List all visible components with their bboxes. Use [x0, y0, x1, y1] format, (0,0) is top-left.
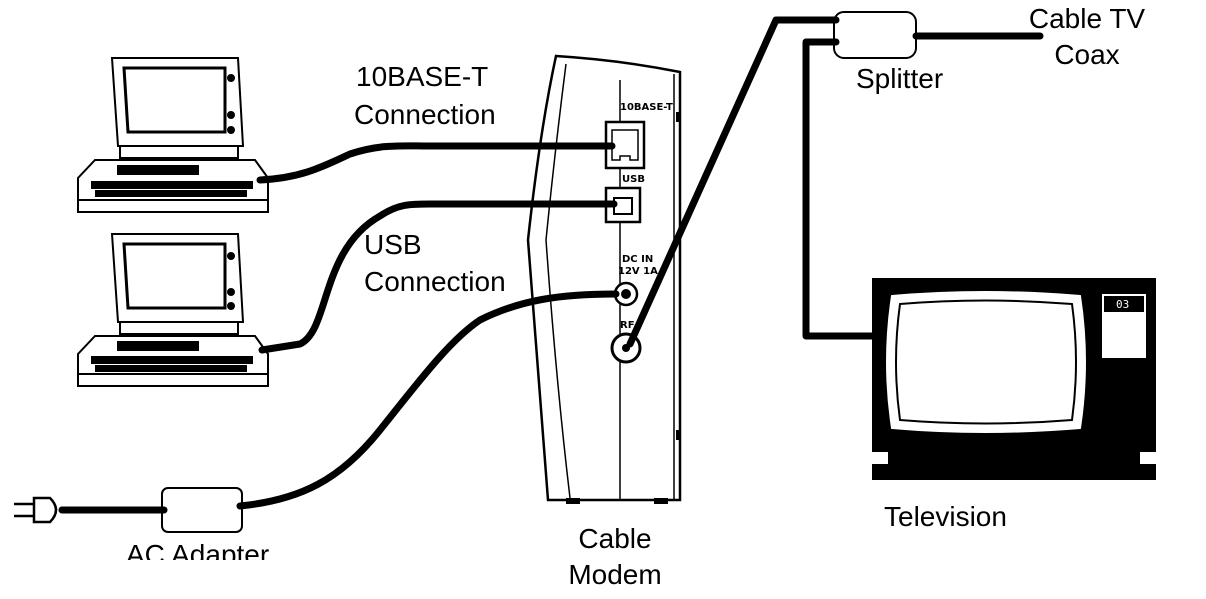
port-label-usb: USB [622, 174, 645, 185]
label-10base-t-connection: Connection [354, 99, 496, 130]
label-cable-tv: Cable TV [1028, 3, 1146, 34]
port-label-dc-in: DC IN [622, 254, 653, 265]
ac-adapter-icon [161, 487, 243, 533]
television-icon [872, 278, 1156, 480]
tv-coax-cable [802, 38, 876, 340]
computer-top-icon [77, 57, 269, 213]
computer-bottom-icon [77, 233, 269, 387]
power-plug-icon [14, 496, 58, 524]
label-usb-connection: Connection [364, 266, 506, 297]
label-usb: USB [364, 229, 422, 260]
ethernet-cable [256, 142, 616, 184]
label-coax: Coax [1054, 39, 1120, 70]
usb-cable [258, 200, 618, 354]
label-television: Television [884, 501, 1007, 532]
label-splitter: Splitter [856, 63, 944, 94]
port-label-dc-rating: 12V 1A [618, 266, 658, 277]
port-label-rf: RF [620, 320, 635, 331]
rf-coax-cable [626, 16, 840, 348]
label-modem: Modem [568, 559, 662, 590]
cable-modem-icon [526, 54, 682, 504]
tv-channel-display: 03 [1116, 298, 1129, 311]
dc-cable [236, 290, 620, 510]
label-ac-adapter: AC Adapter [126, 539, 270, 560]
label-10base-t: 10BASE-T [356, 61, 489, 92]
label-cable: Cable [578, 523, 652, 554]
port-label-ethernet: 10BASE-T [620, 102, 673, 113]
splitter-icon [833, 11, 917, 59]
